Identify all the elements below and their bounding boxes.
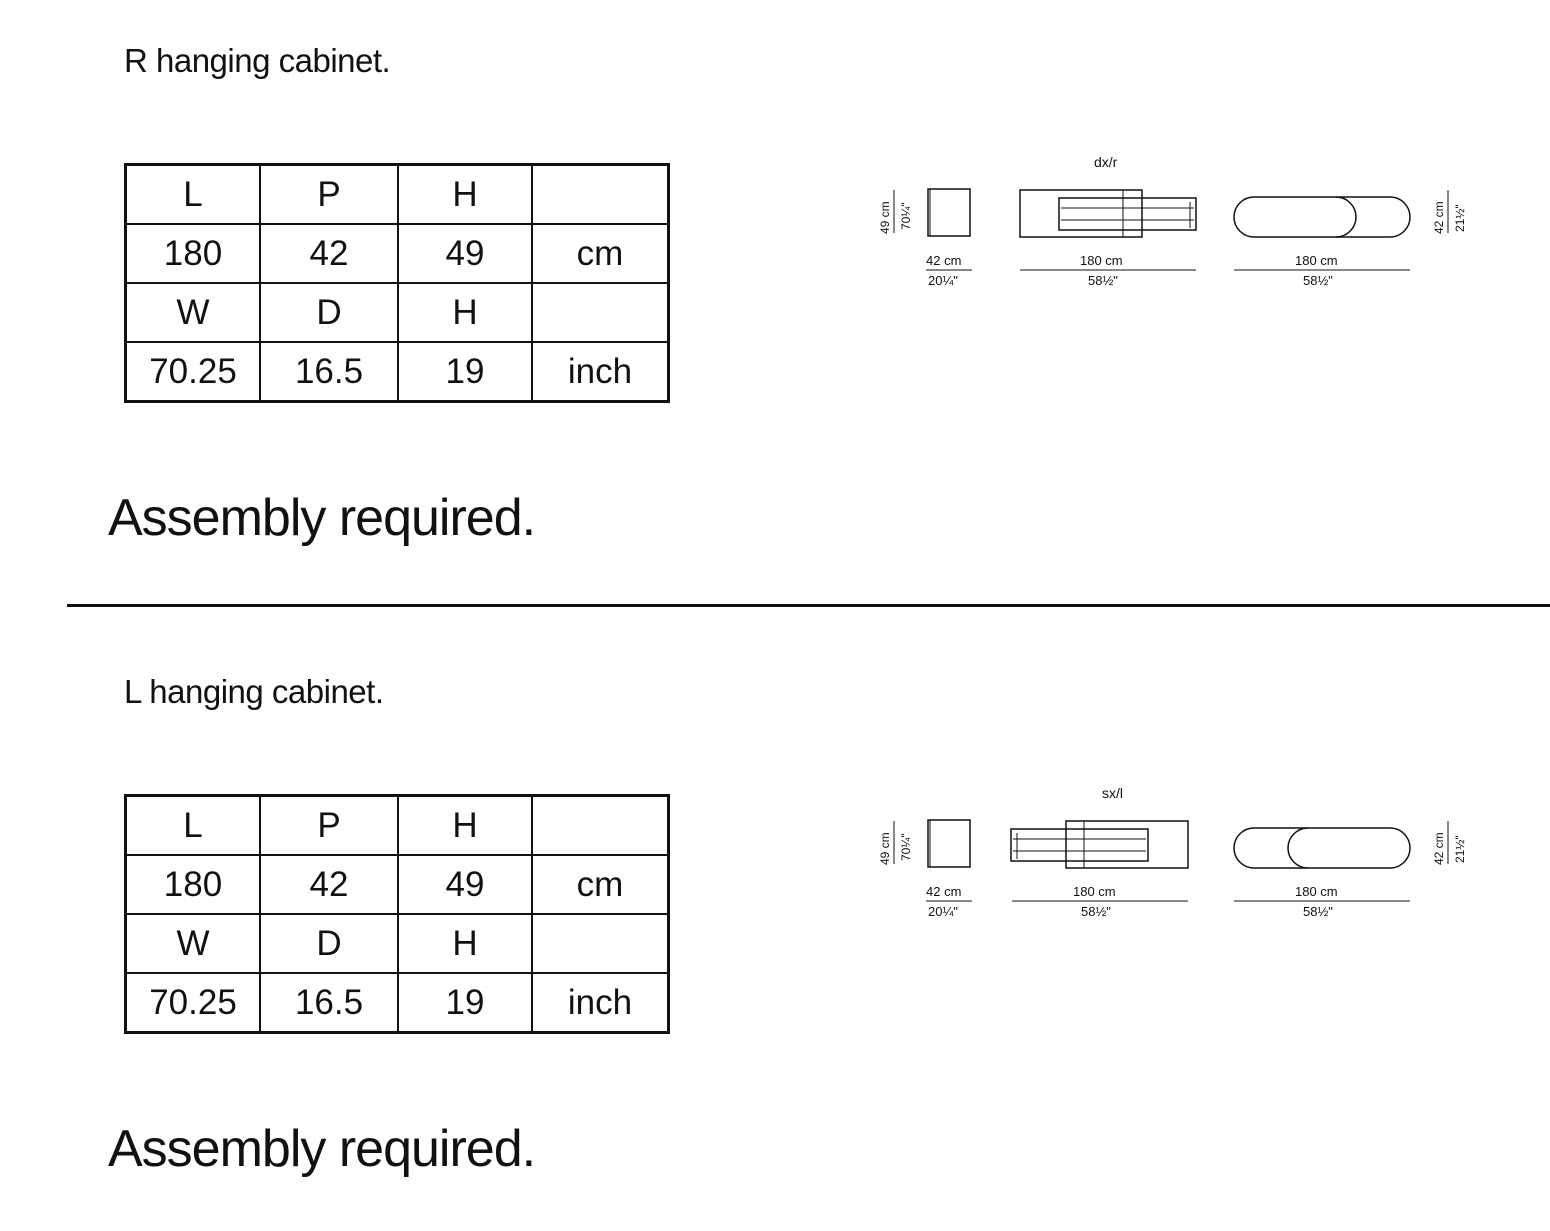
table-row: 70.25 16.5 19 inch	[124, 341, 670, 403]
r-cabinet-section: R hanging cabinet. L P H 180 42 49 cm W …	[0, 0, 1550, 600]
top-width-in-label: 58½"	[1303, 273, 1333, 288]
front-width-cm-label: 180 cm	[1073, 884, 1116, 899]
top-depth-cm-label: 42 cm	[1432, 201, 1446, 234]
assembly-note: Assembly required.	[108, 489, 536, 547]
variant-label: dx/r	[1094, 154, 1118, 170]
table-row: L P H	[124, 794, 670, 856]
l-cabinet-technical-drawing: sx/l 49 cm 70¼" 42 cm 20¼" 180 cm 58½"	[878, 785, 1467, 919]
front-width-in-label: 58½"	[1088, 273, 1118, 288]
table-row: 180 42 49 cm	[124, 223, 670, 284]
table-cell: H	[397, 913, 533, 974]
table-cell: L	[124, 163, 261, 225]
l-cabinet-section: L hanging cabinet. L P H 180 42 49 cm W …	[0, 631, 1550, 1231]
table-cell: 19	[397, 341, 533, 403]
dimensions-table: L P H 180 42 49 cm W D H 70.25 16.5 19 i…	[124, 163, 670, 403]
table-cell: D	[259, 913, 399, 974]
table-cell: cm	[531, 223, 670, 284]
cabinet-body	[1065, 820, 1189, 869]
top-width-cm-label: 180 cm	[1295, 253, 1338, 268]
front-view: 180 cm 58½"	[1010, 820, 1189, 919]
table-cell	[531, 913, 670, 974]
table-cell: 42	[259, 223, 399, 284]
assembly-note: Assembly required.	[108, 1120, 536, 1178]
side-view-outline	[927, 819, 971, 868]
depth-cm-label: 42 cm	[926, 253, 961, 268]
cabinet-body	[1019, 189, 1143, 238]
depth-cm-label: 42 cm	[926, 884, 961, 899]
table-cell: inch	[531, 341, 670, 403]
table-cell: 19	[397, 972, 533, 1034]
top-view-inner-curve	[1335, 196, 1357, 238]
table-cell: L	[124, 794, 261, 856]
table-cell: D	[259, 282, 399, 343]
top-width-in-label: 58½"	[1303, 904, 1333, 919]
top-view: 180 cm 58½" 42 cm 21½"	[1233, 821, 1467, 919]
table-row: L P H	[124, 163, 670, 225]
side-view-outline	[927, 188, 971, 237]
table-cell: 16.5	[259, 972, 399, 1034]
table-cell: inch	[531, 972, 670, 1034]
section-divider	[67, 604, 1550, 607]
table-cell: W	[124, 282, 261, 343]
side-height-cm-label: 49 cm	[878, 832, 892, 865]
top-view-outline	[1233, 827, 1411, 869]
sliding-shelf	[1058, 197, 1197, 231]
table-row: W D H	[124, 282, 670, 343]
table-cell	[531, 282, 670, 343]
section-title: L hanging cabinet.	[124, 673, 384, 710]
top-view-outline	[1233, 196, 1411, 238]
side-height-in-label: 70¼"	[899, 833, 913, 861]
table-cell: H	[397, 163, 533, 225]
front-width-in-label: 58½"	[1081, 904, 1111, 919]
table-cell	[531, 163, 670, 225]
front-width-cm-label: 180 cm	[1080, 253, 1123, 268]
table-row: W D H	[124, 913, 670, 974]
r-cabinet-technical-drawing: dx/r 49 cm 70¼" 42 cm 20¼" 180 cm 58½"	[878, 154, 1467, 288]
table-row: 180 42 49 cm	[124, 854, 670, 915]
top-view-inner-curve	[1287, 827, 1309, 869]
table-cell: W	[124, 913, 261, 974]
top-depth-in-label: 21½"	[1453, 835, 1467, 863]
section-title: R hanging cabinet.	[124, 42, 391, 79]
table-cell: 180	[124, 223, 261, 284]
table-cell: P	[259, 163, 399, 225]
variant-label: sx/l	[1102, 785, 1123, 801]
side-view: 49 cm 70¼" 42 cm 20¼"	[878, 819, 972, 919]
table-cell: 70.25	[124, 341, 261, 403]
table-cell: 16.5	[259, 341, 399, 403]
table-cell: H	[397, 794, 533, 856]
table-cell: 70.25	[124, 972, 261, 1034]
table-row: 70.25 16.5 19 inch	[124, 972, 670, 1034]
depth-in-label: 20¼"	[928, 273, 958, 288]
depth-in-label: 20¼"	[928, 904, 958, 919]
table-cell: 180	[124, 854, 261, 915]
table-cell: cm	[531, 854, 670, 915]
top-depth-in-label: 21½"	[1453, 204, 1467, 232]
table-cell: 49	[397, 854, 533, 915]
dimensions-table: L P H 180 42 49 cm W D H 70.25 16.5 19 i…	[124, 794, 670, 1034]
table-cell: 42	[259, 854, 399, 915]
sliding-shelf	[1010, 828, 1149, 862]
top-depth-cm-label: 42 cm	[1432, 832, 1446, 865]
table-cell: P	[259, 794, 399, 856]
table-cell: H	[397, 282, 533, 343]
top-view: 180 cm 58½" 42 cm 21½"	[1233, 190, 1467, 288]
side-height-in-label: 70¼"	[899, 202, 913, 230]
side-height-cm-label: 49 cm	[878, 201, 892, 234]
top-width-cm-label: 180 cm	[1295, 884, 1338, 899]
table-cell: 49	[397, 223, 533, 284]
front-view: 180 cm 58½"	[1019, 189, 1197, 288]
table-cell	[531, 794, 670, 856]
side-view: 49 cm 70¼" 42 cm 20¼"	[878, 188, 972, 288]
